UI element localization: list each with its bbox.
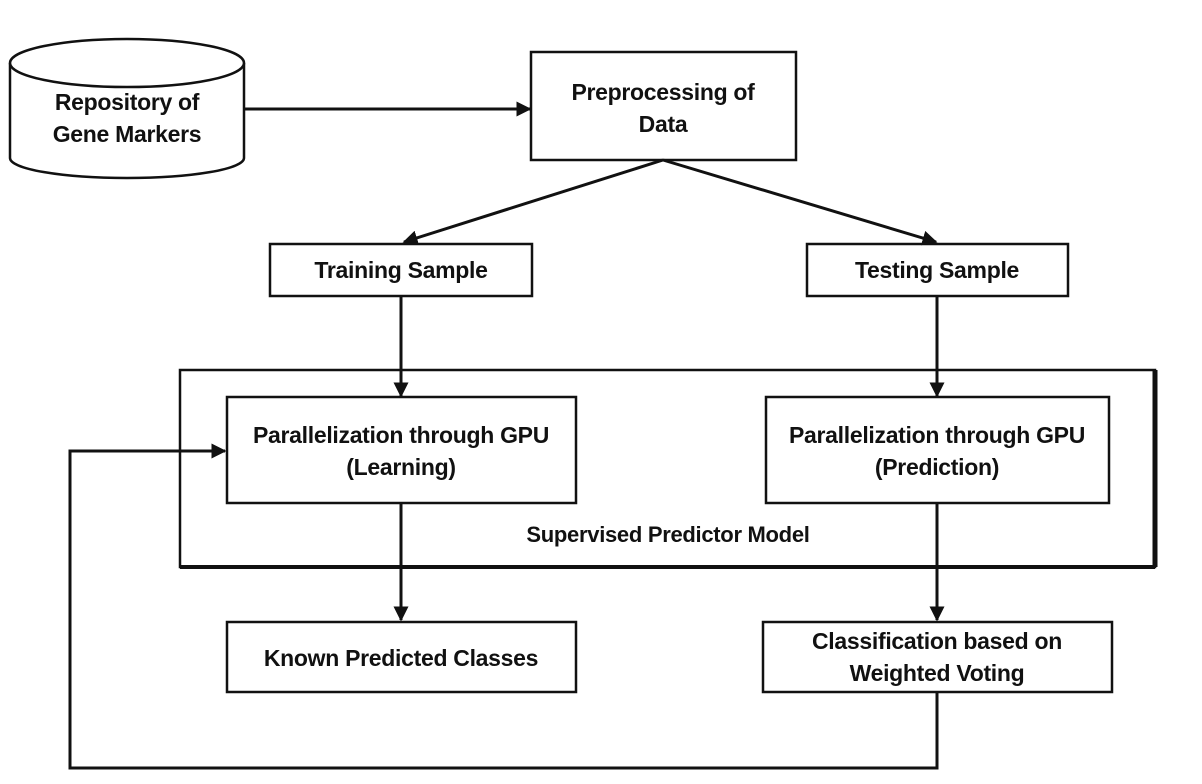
learning-line-1: Parallelization through GPU	[253, 422, 549, 448]
edge-preprocessing-to-testing	[662, 158, 938, 246]
preprocessing-line-2: Data	[639, 111, 688, 137]
preprocessing-line-1: Preprocessing of	[571, 79, 755, 105]
prediction-line-2: (Prediction)	[875, 454, 999, 480]
prediction-line-1: Parallelization through GPU	[789, 422, 1085, 448]
edges	[68, 101, 945, 770]
repository-line-1: Repository of	[55, 89, 200, 115]
edge-preprocessing-to-training	[402, 158, 664, 246]
supervised-predictor-model-label: Supervised Predictor Model	[526, 522, 809, 547]
node-parallelization-learning: Parallelization through GPU (Learning)	[225, 395, 578, 505]
testing-sample-label: Testing Sample	[855, 257, 1019, 283]
repository-line-2: Gene Markers	[53, 121, 202, 147]
node-testing-sample: Testing Sample	[805, 242, 1070, 298]
classification-line-1: Classification based on	[812, 628, 1062, 654]
known-classes-label: Known Predicted Classes	[264, 645, 538, 671]
learning-line-2: (Learning)	[346, 454, 455, 480]
node-training-sample: Training Sample	[268, 242, 534, 298]
node-preprocessing-of-data: Preprocessing of Data	[529, 50, 798, 162]
edge-classification-feedback-to-learning	[68, 443, 939, 770]
node-known-predicted-classes: Known Predicted Classes	[225, 620, 578, 694]
classification-line-2: Weighted Voting	[850, 660, 1025, 686]
node-repository-of-gene-markers: Repository of Gene Markers	[8, 37, 246, 180]
node-classification-weighted-voting: Classification based on Weighted Voting	[761, 620, 1114, 694]
training-sample-label: Training Sample	[314, 257, 487, 283]
node-parallelization-prediction: Parallelization through GPU (Prediction)	[764, 395, 1111, 505]
